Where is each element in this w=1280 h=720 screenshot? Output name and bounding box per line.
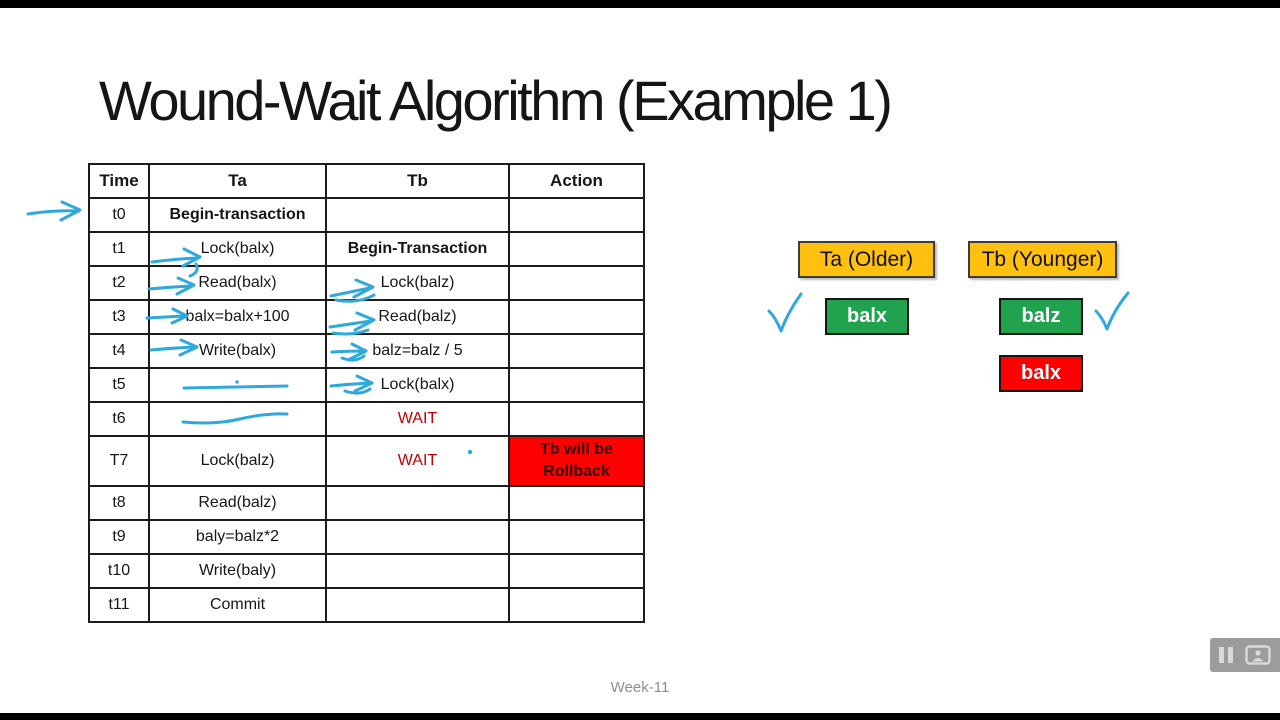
col-header-tb: Tb <box>325 163 510 199</box>
table-row-t0: t0 Begin-transaction <box>88 197 645 233</box>
cell-ta: Write(balx) <box>148 333 327 369</box>
cell-action <box>508 485 645 521</box>
cell-ta: Lock(balx) <box>148 231 327 267</box>
table-header-row: Time Ta Tb Action <box>88 163 645 199</box>
legend-tb-younger-box: Tb (Younger) <box>968 241 1117 278</box>
cell-tb <box>325 485 510 521</box>
cell-time: t9 <box>88 519 150 555</box>
cell-tb <box>325 587 510 623</box>
cell-action <box>508 587 645 623</box>
table-row-t10: t10 Write(baly) <box>88 553 645 589</box>
cell-action <box>508 553 645 589</box>
cell-tb-wait: WAIT <box>325 401 510 437</box>
legend-tb-lock-balz-box: balz <box>999 298 1083 335</box>
cell-ta: Read(balz) <box>148 485 327 521</box>
cell-tb: Read(balz) <box>325 299 510 335</box>
pointer-arrow-icon <box>26 200 82 222</box>
table-row-t8: t8 Read(balz) <box>88 485 645 521</box>
cell-action <box>508 401 645 437</box>
cell-ta <box>148 401 327 437</box>
table-row-t7: T7 Lock(balz) WAIT Tb will be Rollback <box>88 435 645 487</box>
cell-action <box>508 231 645 267</box>
cell-tb: Lock(balz) <box>325 265 510 301</box>
cell-time: t4 <box>88 333 150 369</box>
pause-icon <box>1228 647 1233 663</box>
cell-tb: balz=balz / 5 <box>325 333 510 369</box>
legend-ta-lock-balx-box: balx <box>825 298 909 335</box>
table-row-t1: t1 Lock(balx) Begin-Transaction <box>88 231 645 267</box>
letterbox-bottom <box>0 713 1280 720</box>
cell-action <box>508 197 645 233</box>
table-row-t3: t3 balx=balx+100 Read(balz) <box>88 299 645 335</box>
table-row-t11: t11 Commit <box>88 587 645 623</box>
cell-tb: Begin-Transaction <box>325 231 510 267</box>
letterbox-top <box>0 0 1280 8</box>
cell-action <box>508 333 645 369</box>
slide-title: Wound-Wait Algorithm (Example 1) <box>99 69 893 132</box>
cell-action <box>508 519 645 555</box>
cell-ta: Read(balx) <box>148 265 327 301</box>
table-row-t2: t2 Read(balx) Lock(balz) <box>88 265 645 301</box>
pause-button[interactable] <box>1219 647 1233 663</box>
cell-ta: balx=balx+100 <box>148 299 327 335</box>
cell-ta: Write(baly) <box>148 553 327 589</box>
legend-tb-blocked-balx-box: balx <box>999 355 1083 392</box>
cell-tb <box>325 553 510 589</box>
webcam-icon <box>1245 645 1271 665</box>
legend-ta-older-box: Ta (Older) <box>798 241 935 278</box>
cell-ta: baly=balz*2 <box>148 519 327 555</box>
cell-time: t8 <box>88 485 150 521</box>
table-row-t9: t9 baly=balz*2 <box>88 519 645 555</box>
cell-action <box>508 265 645 301</box>
cell-action <box>508 299 645 335</box>
cell-tb: Lock(balx) <box>325 367 510 403</box>
cell-time: t3 <box>88 299 150 335</box>
cell-ta: Begin-transaction <box>148 197 327 233</box>
cell-time: t10 <box>88 553 150 589</box>
cell-time: t5 <box>88 367 150 403</box>
table-row-t4: t4 Write(balx) balz=balz / 5 <box>88 333 645 369</box>
cell-ta: Lock(balz) <box>148 435 327 487</box>
cell-ta <box>148 367 327 403</box>
cell-action <box>508 367 645 403</box>
schedule-table: Time Ta Tb Action t0 Begin-transaction t… <box>88 163 645 623</box>
cell-time: T7 <box>88 435 150 487</box>
cell-ta: Commit <box>148 587 327 623</box>
col-header-time: Time <box>88 163 150 199</box>
webcam-button[interactable] <box>1245 645 1271 665</box>
col-header-action: Action <box>508 163 645 199</box>
table-row-t6: t6 WAIT <box>88 401 645 437</box>
cell-time: t2 <box>88 265 150 301</box>
cell-time: t0 <box>88 197 150 233</box>
slide-footer: Week-11 <box>610 679 670 696</box>
cell-tb-wait: WAIT <box>325 435 510 487</box>
table-row-t5: t5 Lock(balx) <box>88 367 645 403</box>
cell-tb <box>325 519 510 555</box>
col-header-ta: Ta <box>148 163 327 199</box>
cell-time: t1 <box>88 231 150 267</box>
pause-icon <box>1219 647 1224 663</box>
cell-tb <box>325 197 510 233</box>
check-tb-balz-icon <box>1094 291 1130 331</box>
cell-action-rollback: Tb will be Rollback <box>508 435 645 487</box>
check-ta-balx-icon <box>767 292 803 333</box>
recording-controls <box>1210 638 1280 672</box>
cell-time: t11 <box>88 587 150 623</box>
cell-time: t6 <box>88 401 150 437</box>
